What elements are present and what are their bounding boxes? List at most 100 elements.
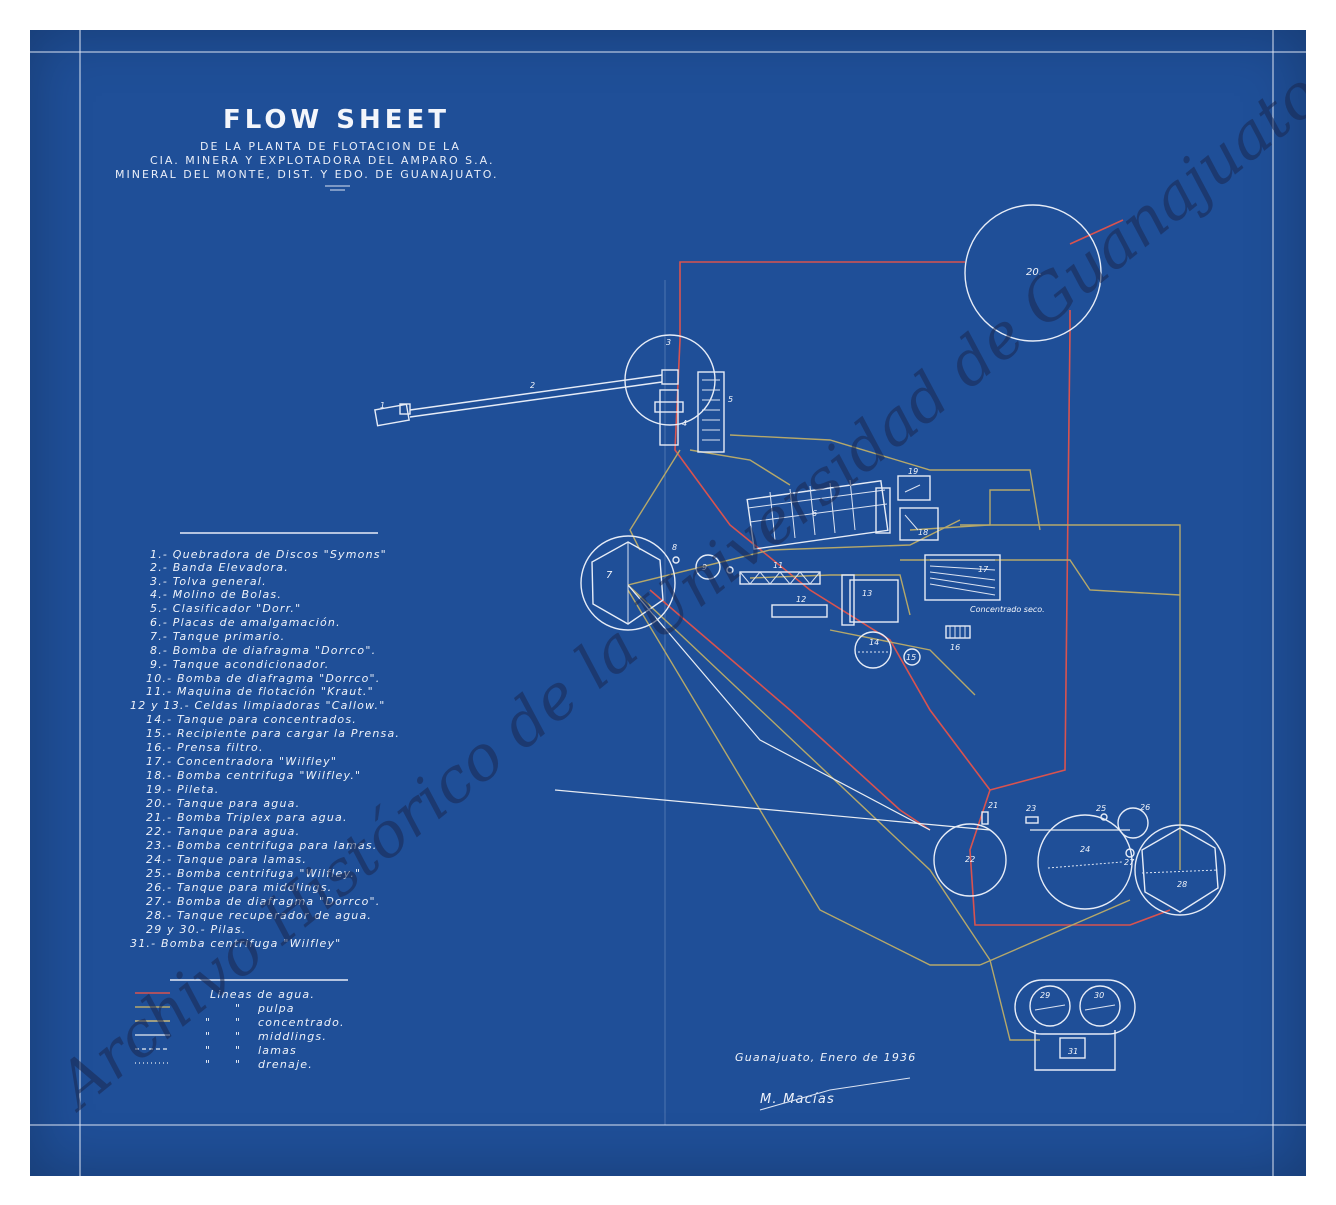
label-28: 28 [1177, 880, 1187, 889]
legend-item: 18.- Bomba centrifuga "Wilfley." [146, 769, 361, 782]
line-legend-water: Lineas de agua. [210, 988, 315, 1001]
legend-item: 21.- Bomba Triplex para agua. [146, 811, 348, 824]
label-2: 2 [530, 381, 535, 390]
callow-cells-13: 13 [841, 574, 899, 626]
diaphragm-pump-27: 27 [1124, 848, 1135, 867]
label-24: 24 [1080, 845, 1090, 854]
conditioner-tank-9: 9 [695, 554, 734, 580]
place-date: Guanajuato, Enero de 1936 [735, 1051, 916, 1064]
legend-item: 27.- Bomba de diafragma "Dorrco". [146, 895, 381, 908]
legend-item: 24.- Tanque para lamas. [146, 853, 307, 866]
legend-item: 2.- Banda Elevadora. [150, 561, 289, 574]
ditto-mark: " [235, 1058, 241, 1071]
ball-mill-4: 4 [654, 389, 687, 446]
label-15: 15 [906, 653, 916, 662]
equipment-legend: 1.- Quebradora de Discos "Symons" 2.- Ba… [130, 548, 400, 950]
legend-item: 12 y 13.- Celdas limpiadoras "Callow." [130, 699, 386, 712]
label-26: 26 [1140, 803, 1150, 812]
label-6: 6 [812, 509, 817, 518]
filter-press-16: 16 Concentrado seco. [945, 605, 1045, 652]
label-22: 22 [965, 855, 975, 864]
line-legend-middlings: middlings. [258, 1030, 327, 1043]
label-25: 25 [1096, 804, 1106, 813]
signature-flourish [759, 1077, 911, 1111]
subtitle-line-3: MINERAL DEL MONTE, DIST. Y EDO. DE GUANA… [115, 168, 498, 181]
slime-pump-23: 23 [1025, 804, 1039, 824]
label-21: 21 [988, 801, 998, 810]
label-31: 31 [1068, 1047, 1078, 1056]
wilfley-concentrator-17: 17 [924, 554, 1001, 601]
legend-item: 7.- Tanque primario. [150, 630, 285, 643]
water-lines [649, 219, 1171, 926]
legend-item: 8.- Bomba de diafragma "Dorrco". [150, 644, 376, 657]
label-17: 17 [978, 565, 989, 574]
label-11: 11 [773, 561, 783, 570]
press-feed-15: 15 [903, 648, 921, 666]
label-5: 5 [728, 395, 733, 404]
ditto-mark: " [205, 1016, 211, 1029]
label-20: 20. [1026, 267, 1042, 278]
legend-item: 29 y 30.- Pilas. [146, 923, 246, 936]
ditto-mark: " [235, 1016, 241, 1029]
wilfley-pump-18: 18 [899, 507, 939, 541]
legend-item: 11.- Maquina de flotación "Kraut." [146, 685, 374, 698]
legend-item: 22.- Tanque para agua. [146, 825, 300, 838]
line-legend-slimes: lamas [258, 1044, 297, 1057]
label-3: 3 [666, 338, 671, 347]
line-legend-pulp: pulpa [257, 1002, 295, 1015]
triplex-pump-21: 21 [981, 801, 998, 825]
label-30: 30 [1094, 991, 1104, 1000]
ditto-mark: " [205, 1030, 211, 1043]
legend-item: 9.- Tanque acondicionador. [150, 658, 329, 671]
ditto-mark: " [235, 1002, 241, 1015]
ditto-mark: " [205, 1058, 211, 1071]
ditto-mark: " [205, 1044, 211, 1057]
legend-item: 16.- Prensa filtro. [146, 741, 264, 754]
label-8: 8 [672, 543, 677, 552]
crusher-1: 1 [374, 401, 411, 427]
label-23: 23 [1026, 804, 1036, 813]
slime-lines [554, 584, 1130, 831]
legend-item: 26.- Tanque para middlings. [146, 881, 332, 894]
wilfley-pump-25: 25 [1096, 804, 1108, 821]
middlings-tank-26: 26 [1117, 803, 1150, 839]
diagram-title: FLOW SHEET [223, 105, 450, 135]
legend-item: 5.- Clasificador "Dorr." [150, 602, 301, 615]
legend-item: 20.- Tanque para agua. [146, 797, 300, 810]
legend-item: 3.- Tolva general. [150, 575, 267, 588]
kraut-flotation-11: 11 [739, 561, 821, 585]
dry-concentrate-label: Concentrado seco. [970, 605, 1045, 614]
label-29: 29 [1040, 991, 1050, 1000]
label-13: 13 [862, 589, 872, 598]
subtitle-line-1: DE LA PLANTA DE FLOTACION DE LA [200, 140, 461, 153]
line-type-legend: Lineas de agua. " pulpa " " concentrado.… [135, 988, 345, 1071]
label-27: 27 [1124, 858, 1135, 867]
line-legend-drainage: drenaje. [258, 1058, 313, 1071]
label-16: 16 [950, 643, 960, 652]
sheet-border [30, 30, 1306, 1176]
concentrate-tank-14: 14 [854, 631, 892, 669]
ditto-mark: " [235, 1044, 241, 1057]
basin-19: 19 [897, 467, 931, 501]
primary-tank-7: 7 [580, 535, 676, 631]
legend-item: 1.- Quebradora de Discos "Symons" [150, 548, 387, 561]
dorr-classifier-5: 5 [697, 371, 733, 453]
blueprint-sheet: FLOW SHEET DE LA PLANTA DE FLOTACION DE … [30, 30, 1306, 1176]
legend-item: 6.- Placas de amalgamación. [150, 616, 341, 629]
ditto-mark: " [235, 1030, 241, 1043]
line-legend-concentrate: concentrado. [258, 1016, 345, 1029]
diaphragm-pump-8: 8 [672, 543, 680, 564]
legend-item: 4.- Molino de Bolas. [150, 588, 282, 601]
legend-item: 15.- Recipiente para cargar la Prensa. [146, 727, 400, 740]
legend-item: 28.- Tanque recuperador de agua. [146, 909, 372, 922]
slime-tank-24: 24 [1037, 814, 1133, 910]
legend-item: 17.- Concentradora "Wilfley" [146, 755, 337, 768]
label-14: 14 [869, 638, 879, 647]
water-recovery-tank-28: 28 [1134, 824, 1226, 916]
legend-item: 25.- Bomba centrifuga "Wilfley." [146, 867, 361, 880]
flow-diagram: FLOW SHEET DE LA PLANTA DE FLOTACION DE … [30, 30, 1306, 1176]
label-19: 19 [908, 467, 918, 476]
water-tank-22: 22 [933, 823, 1007, 897]
legend-item: 23.- Bomba centrifuga para lamas. [146, 839, 377, 852]
legend-item: 14.- Tanque para concentrados. [146, 713, 357, 726]
